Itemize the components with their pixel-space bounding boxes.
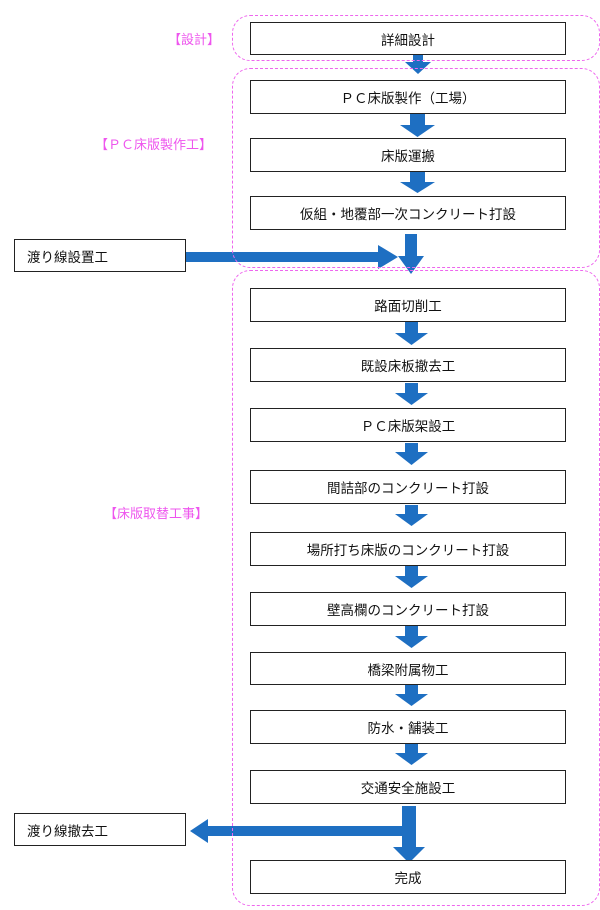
side-task-remove-crossover: 渡り線撤去工 bbox=[14, 813, 186, 846]
group-label-design: 【設計】 bbox=[168, 33, 221, 48]
step-cast-in-place-concrete: 場所打ち床版のコンクリート打設 bbox=[250, 532, 566, 566]
step-slab-transport: 床版運搬 bbox=[250, 138, 566, 172]
arrow-down-13 bbox=[393, 806, 425, 863]
arrow-down-4 bbox=[398, 234, 424, 274]
step-detailed-design: 詳細設計 bbox=[250, 22, 566, 55]
arrow-right-install bbox=[186, 245, 398, 269]
arrow-down-5 bbox=[395, 322, 428, 345]
step-bridge-accessories: 橋梁附属物工 bbox=[250, 652, 566, 685]
arrow-down-7 bbox=[395, 443, 428, 465]
side-task-install-crossover: 渡り線設置工 bbox=[14, 239, 186, 272]
arrow-down-10 bbox=[395, 626, 428, 648]
step-temporary-assembly: 仮組・地覆部一次コンクリート打設 bbox=[250, 196, 566, 230]
arrow-down-1 bbox=[405, 55, 431, 74]
arrow-down-12 bbox=[395, 744, 428, 765]
arrow-down-9 bbox=[395, 566, 428, 588]
arrow-down-11 bbox=[395, 685, 428, 706]
step-wall-railing-concrete: 壁高欄のコンクリート打設 bbox=[250, 592, 566, 626]
step-completion: 完成 bbox=[250, 860, 566, 894]
group-label-pc-slab: 【ＰＣ床版製作工】 bbox=[95, 138, 213, 153]
step-joint-concrete: 間詰部のコンクリート打設 bbox=[250, 470, 566, 504]
arrow-down-2 bbox=[400, 114, 435, 137]
step-road-milling: 路面切削工 bbox=[250, 288, 566, 322]
group-label-replacement: 【床版取替工事】 bbox=[104, 507, 209, 522]
step-existing-slab-removal: 既設床板撤去工 bbox=[250, 348, 566, 382]
arrow-down-3 bbox=[400, 172, 435, 193]
step-waterproof-paving: 防水・舗装工 bbox=[250, 710, 566, 744]
arrow-down-8 bbox=[395, 505, 428, 526]
step-traffic-safety: 交通安全施設工 bbox=[250, 770, 566, 804]
step-pc-slab-erection: ＰＣ床版架設工 bbox=[250, 408, 566, 442]
step-pc-slab-fabrication: ＰＣ床版製作（工場） bbox=[250, 80, 566, 114]
arrow-left-remove bbox=[190, 819, 402, 843]
arrow-down-6 bbox=[395, 383, 428, 405]
